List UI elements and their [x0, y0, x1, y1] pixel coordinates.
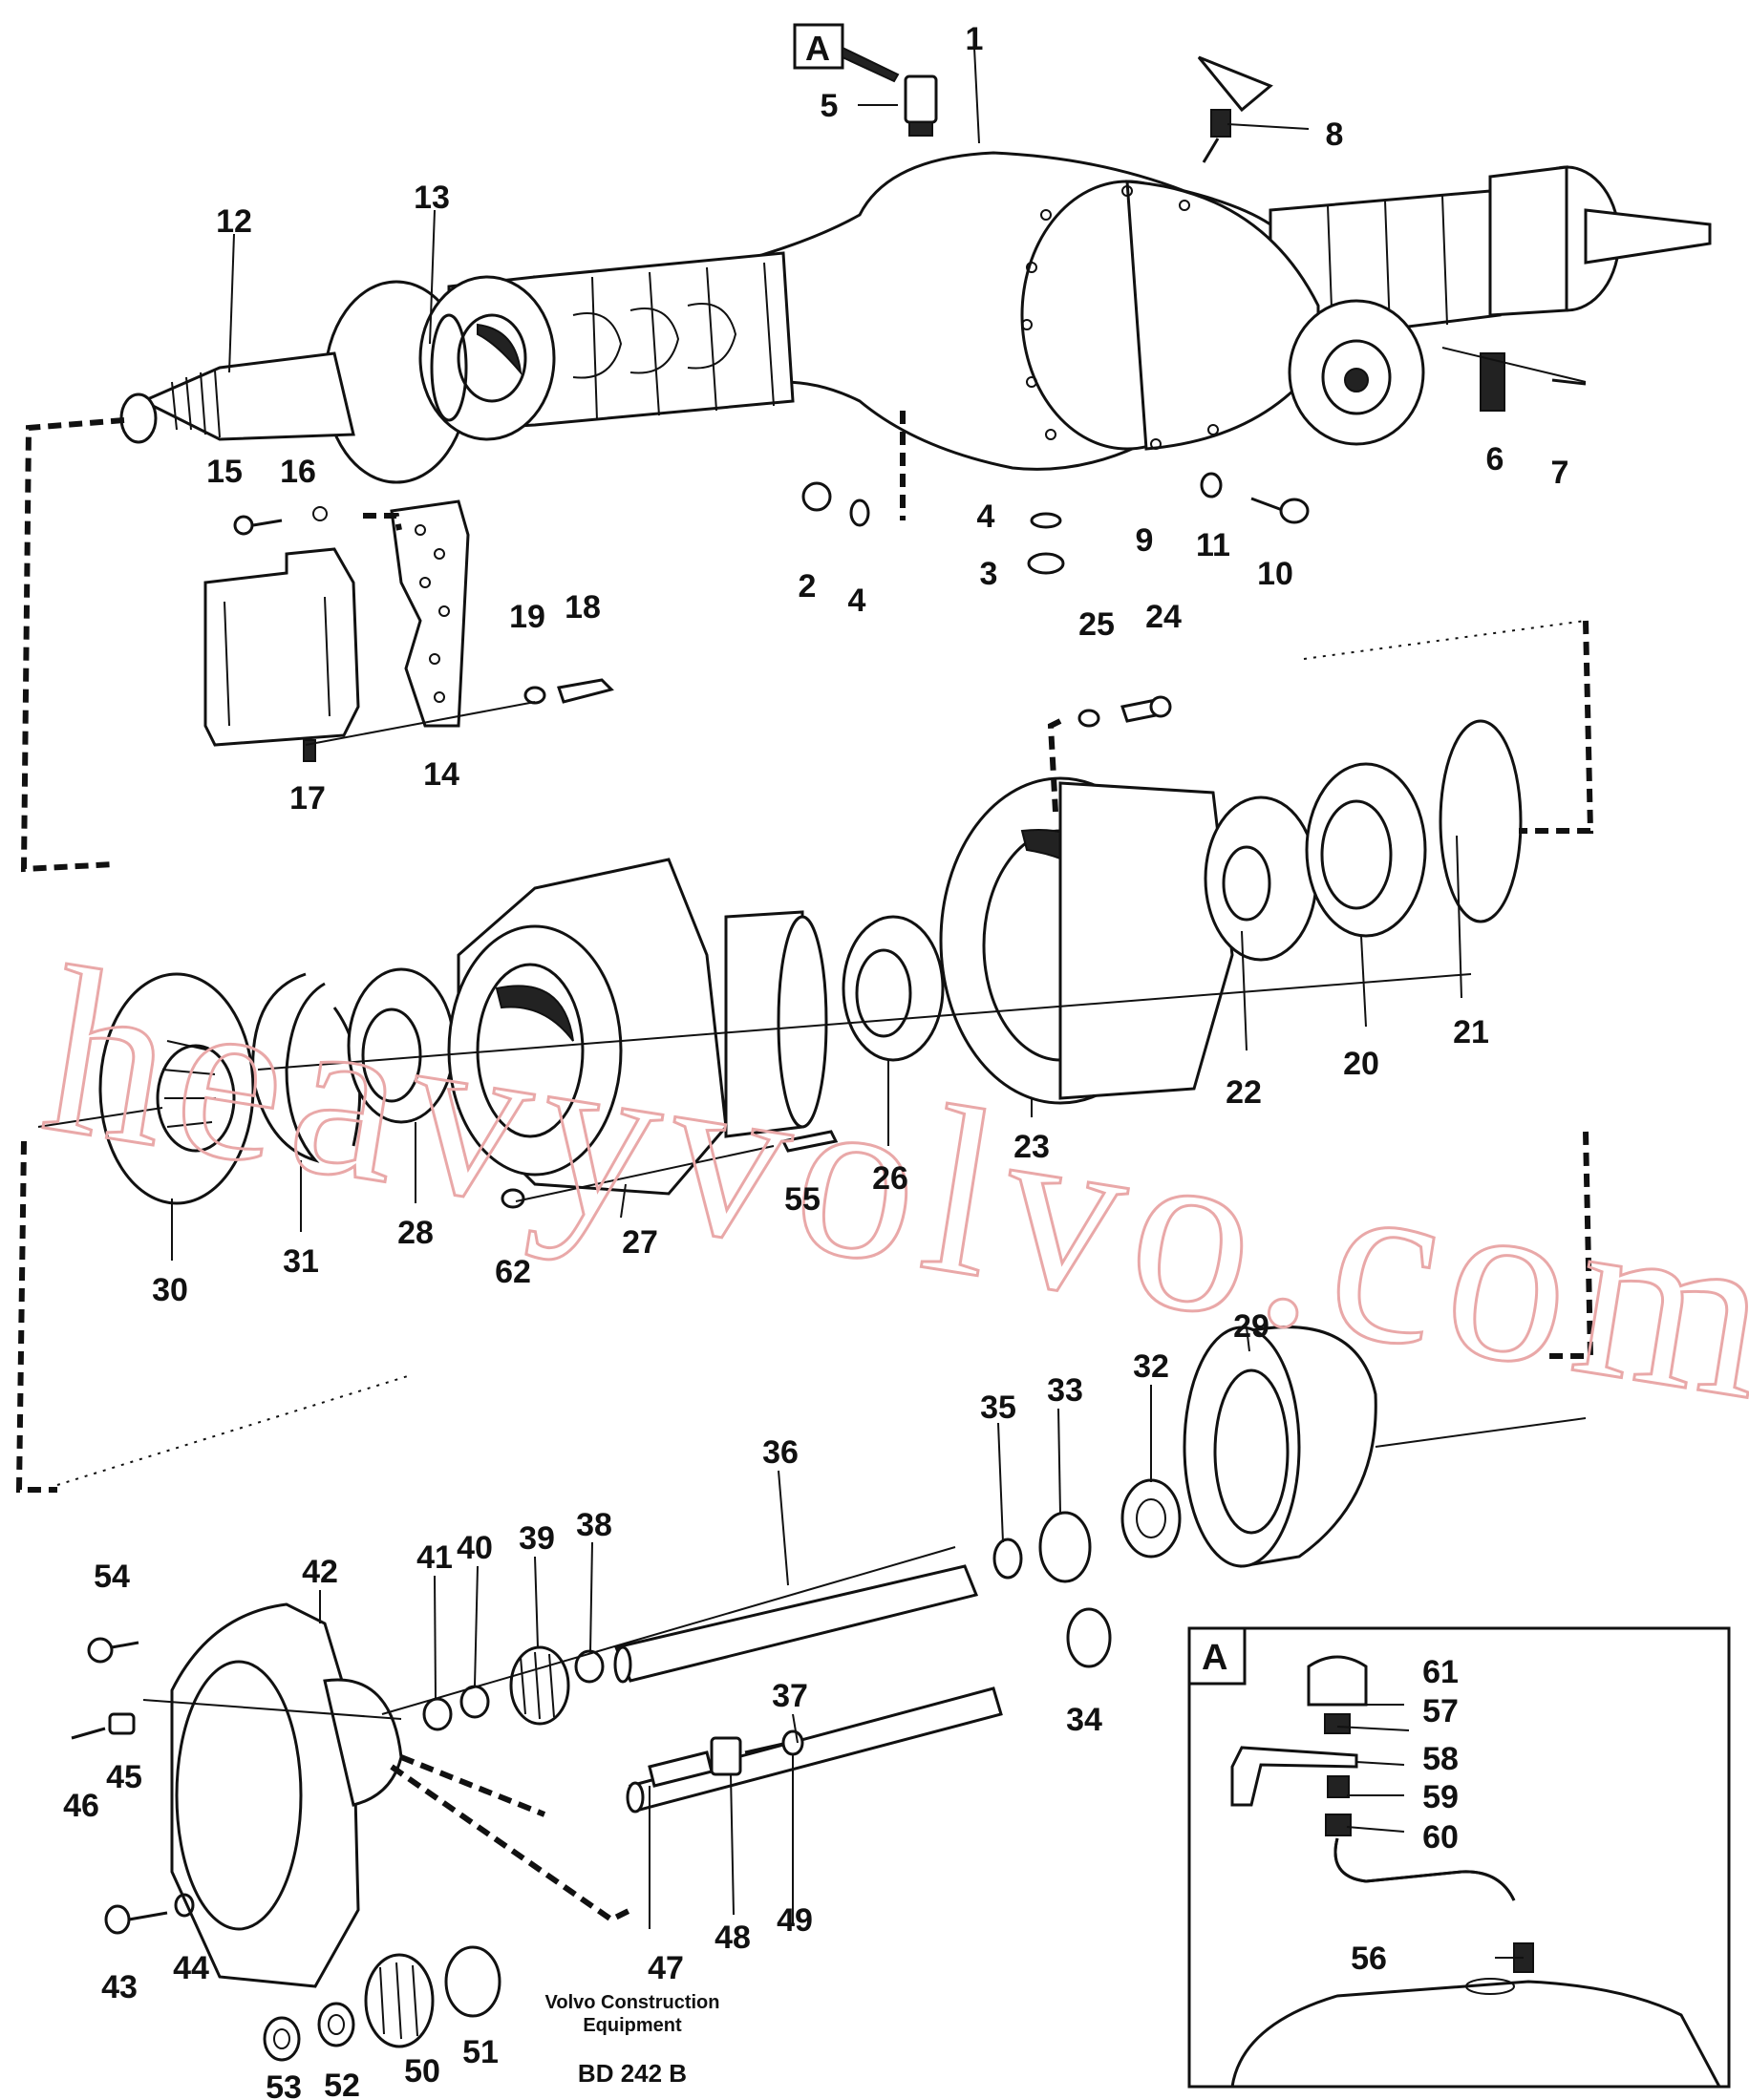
part-label: 33 — [1047, 1372, 1083, 1409]
part-label: 9 — [1136, 522, 1154, 559]
part-label: 22 — [1226, 1074, 1262, 1111]
inset-label-box — [1187, 1626, 1247, 1686]
part-label: 46 — [63, 1788, 99, 1824]
part-label: 26 — [872, 1160, 908, 1197]
part-label: 4 — [977, 498, 995, 535]
part-label: 36 — [762, 1434, 799, 1471]
part-label: 34 — [1066, 1702, 1102, 1738]
part-label: 24 — [1145, 599, 1182, 635]
part-label: 43 — [101, 1969, 138, 2005]
part-label: 29 — [1233, 1308, 1269, 1345]
part-label: 57 — [1422, 1693, 1459, 1729]
callout-a: A — [793, 23, 900, 83]
part-label: 50 — [404, 2053, 440, 2089]
part-label: 51 — [462, 2034, 499, 2070]
part-label: 60 — [1422, 1819, 1459, 1856]
part-label: 8 — [1326, 117, 1344, 153]
part-label: 10 — [1257, 556, 1293, 592]
part-label: 35 — [980, 1389, 1016, 1426]
part-label: 14 — [423, 756, 459, 793]
part-label: 54 — [94, 1559, 130, 1595]
part-label: 23 — [1013, 1129, 1050, 1165]
part-label: 41 — [416, 1539, 453, 1576]
part-label: 25 — [1078, 606, 1115, 643]
part-label: 6 — [1486, 441, 1504, 477]
part-label: 40 — [457, 1530, 493, 1566]
caption-line2: Equipment — [583, 2015, 682, 2036]
part-label: 12 — [216, 203, 252, 240]
brake-block-group — [203, 499, 614, 762]
part-label: 18 — [565, 589, 601, 626]
callout-label: A — [805, 29, 830, 68]
part-label: 11 — [1196, 527, 1230, 563]
part-label: 27 — [622, 1224, 658, 1261]
part-label: 44 — [173, 1950, 209, 1986]
part-label: 45 — [106, 1759, 142, 1795]
part-labels: 1 2 3 4 4 5 6 7 8 9 10 11 12 13 14 15 16… — [63, 21, 1568, 2100]
part-label: 2 — [799, 568, 817, 605]
part-label: 61 — [1422, 1654, 1459, 1690]
inset-a: A — [1187, 1626, 1731, 2089]
part-label: 30 — [152, 1272, 188, 1308]
part-label: 1 — [966, 21, 984, 57]
part-label: 39 — [519, 1520, 555, 1557]
part-label: 48 — [715, 1920, 751, 1956]
part-label: 13 — [414, 180, 450, 216]
part-label: 52 — [324, 2068, 360, 2100]
caption-code: BD 242 B — [578, 2059, 687, 2088]
axle-housing — [119, 151, 1712, 484]
part-label: 47 — [648, 1950, 684, 1986]
part-label: 56 — [1351, 1941, 1387, 1977]
final-drive-group — [71, 1326, 1377, 2062]
hub-group — [98, 695, 1523, 1209]
caption-line1: Volvo Construction — [545, 1992, 720, 2013]
part-label: 42 — [302, 1554, 338, 1590]
part-label: 21 — [1453, 1014, 1489, 1050]
part-label: 17 — [289, 780, 326, 817]
part-label: 4 — [848, 583, 866, 619]
caption-block: Volvo Construction Equipment BD 242 B — [545, 1992, 720, 2088]
inset-label: A — [1202, 1638, 1227, 1678]
part-label: 16 — [280, 454, 316, 490]
connector-lines — [15, 47, 1594, 1959]
part-label: 59 — [1422, 1779, 1459, 1815]
part-label: 58 — [1422, 1741, 1459, 1777]
housing-small-parts — [801, 55, 1587, 575]
part-label: 7 — [1551, 455, 1569, 491]
part-label: 38 — [576, 1507, 612, 1543]
part-label: 15 — [206, 454, 243, 490]
part-label: 37 — [772, 1678, 808, 1714]
part-label: 28 — [397, 1215, 434, 1251]
part-label: 5 — [821, 88, 839, 124]
part-label: 31 — [283, 1243, 319, 1280]
part-label: 53 — [266, 2069, 302, 2100]
part-label: 3 — [980, 556, 998, 592]
part-label: 20 — [1343, 1046, 1379, 1082]
part-label: 49 — [777, 1902, 813, 1939]
part-label: 32 — [1133, 1348, 1169, 1385]
part-label: 62 — [495, 1254, 531, 1290]
part-label: 55 — [784, 1181, 821, 1218]
part-label: 19 — [509, 599, 545, 635]
